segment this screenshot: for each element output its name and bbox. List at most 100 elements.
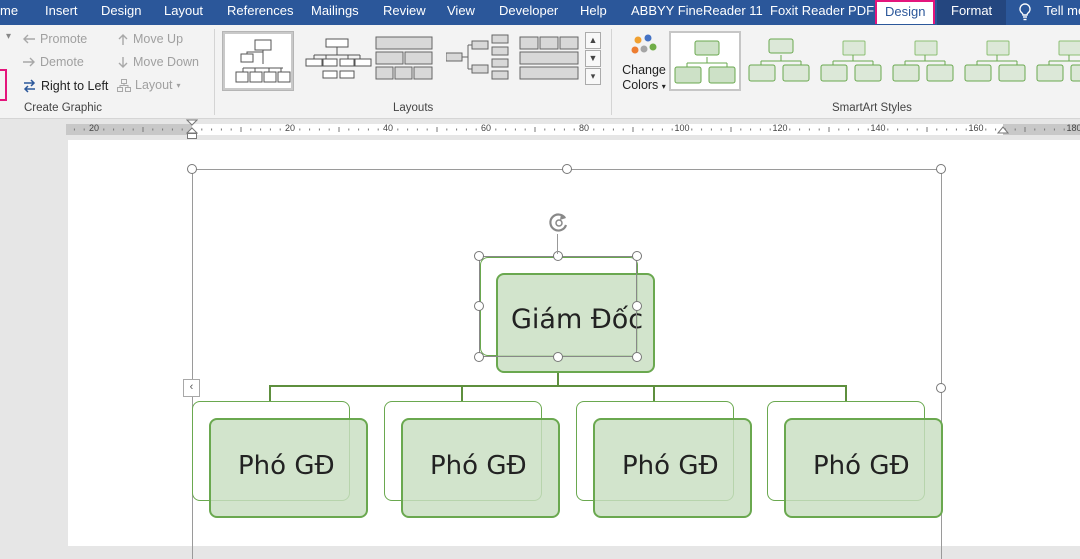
smartart-style-preview-icon (1036, 40, 1080, 82)
tab-format[interactable]: Format (937, 0, 1007, 25)
promote-label: Promote (40, 32, 88, 46)
ruler-label: 60 (480, 123, 492, 133)
right-to-left-button[interactable]: Right to Left (22, 78, 108, 94)
rotate-handle-icon[interactable] (546, 210, 572, 236)
child-node-shape[interactable] (209, 418, 368, 518)
text-pane-toggle-button[interactable]: ‹ (183, 379, 200, 397)
ribbon-separator (214, 29, 215, 115)
ruler-label: 160 (968, 123, 984, 133)
tab-review[interactable]: Review (383, 3, 426, 18)
resize-handle[interactable] (474, 301, 484, 311)
color-palette-icon (631, 34, 657, 54)
tab-smartart-design[interactable]: Design (875, 0, 936, 24)
promote-button[interactable]: Promote (22, 32, 87, 46)
smartart-style-option[interactable] (961, 31, 1033, 91)
tab-layout[interactable]: Layout (164, 3, 204, 18)
tab-view[interactable]: View (447, 3, 475, 18)
name-title-layout-icon (305, 38, 372, 79)
smartart-style-option[interactable] (745, 31, 817, 91)
demote-label: Demote (40, 55, 84, 69)
ruler-label: 100 (674, 123, 690, 133)
layout-option-name-title[interactable] (302, 31, 374, 91)
tab-abbyy-finereader-11[interactable]: ABBYY FineReader 11 (631, 3, 763, 18)
resize-handle[interactable] (474, 251, 484, 261)
layout-option-lined-list[interactable] (518, 31, 590, 91)
tab-design[interactable]: Design (101, 3, 142, 18)
ribbon-tab-bar: me Insert Design Layout References Mailings Re… (0, 0, 1080, 25)
dropdown-caret-icon: ▾ (661, 82, 666, 91)
tab-references[interactable]: References (227, 3, 294, 18)
resize-handle[interactable] (474, 352, 484, 362)
layout-option-horizontal-hierarchy[interactable] (445, 31, 518, 91)
tab-mailings[interactable]: Mailings (311, 3, 359, 18)
layout-option-org-chart[interactable] (222, 31, 294, 91)
tab-foxit-reader-pdf[interactable]: Foxit Reader PDF (770, 3, 875, 18)
resize-handle[interactable] (936, 164, 946, 174)
gallery-scroll-down-button[interactable]: ▼ (585, 50, 601, 67)
arrow-left-icon (23, 34, 35, 44)
smartart-style-option[interactable] (889, 31, 961, 91)
smartart-style-option[interactable] (669, 31, 741, 91)
create-graphic-group-label: Create Graphic (24, 102, 102, 114)
resize-handle[interactable] (553, 352, 563, 362)
demote-button[interactable]: Demote (22, 55, 84, 69)
ruler-label: 120 (772, 123, 788, 133)
move-up-button[interactable]: Move Up (117, 32, 183, 46)
arrow-right-icon (23, 57, 35, 67)
change-colors-label: Change (622, 63, 666, 77)
collapse-chevron[interactable]: ▾ (6, 31, 12, 42)
resize-handle[interactable] (553, 251, 563, 261)
connector-line (653, 385, 655, 402)
connector-line (269, 385, 271, 402)
smartart-style-option[interactable] (1033, 31, 1080, 91)
change-colors-button[interactable]: Change Colors ▾ (619, 33, 669, 97)
layout-option-table-hierarchy[interactable] (374, 31, 446, 91)
arrow-down-icon (118, 56, 128, 68)
child-node-text[interactable]: Phó GĐ (238, 451, 335, 481)
ruler-label: 180 (1066, 123, 1080, 133)
gallery-scroll-up-button[interactable]: ▲ (585, 32, 601, 49)
child-node-text[interactable]: Phó GĐ (813, 451, 910, 481)
ruler-ticks (73, 127, 1065, 132)
gallery-expand-button[interactable]: ▾ (585, 68, 601, 85)
resize-handle[interactable] (562, 164, 572, 174)
move-down-button[interactable]: Move Down (117, 55, 199, 69)
layouts-group-label: Layouts (393, 102, 434, 114)
tab-developer[interactable]: Developer (499, 3, 559, 18)
layouts-gallery-scroll: ▲ ▼ ▾ (585, 32, 603, 88)
child-node-shape[interactable] (784, 418, 943, 518)
resize-handle[interactable] (936, 383, 946, 393)
ruler-label: 140 (870, 123, 886, 133)
connector-line (557, 373, 559, 386)
smartart-style-preview-icon (820, 40, 882, 82)
lightbulb-icon (1019, 3, 1031, 21)
child-node-text[interactable]: Phó GĐ (622, 451, 719, 481)
top-node-selection-box (479, 256, 637, 357)
ruler-left-margin (66, 124, 192, 135)
ruler-label: 40 (382, 123, 394, 133)
child-node-text[interactable]: Phó GĐ (430, 451, 527, 481)
top-node-text[interactable]: Giám Đốc (511, 304, 644, 335)
indent-marker-icon[interactable] (186, 119, 198, 139)
resize-handle[interactable] (632, 352, 642, 362)
smartart-styles-gallery (669, 31, 1080, 91)
child-node-shape[interactable] (593, 418, 752, 518)
tab-me[interactable]: me (0, 3, 19, 18)
tab-insert[interactable]: Insert (45, 3, 78, 18)
layout-label: Layout (135, 78, 173, 92)
resize-handle[interactable] (632, 251, 642, 261)
resize-handle[interactable] (187, 164, 197, 174)
right-indent-marker-icon[interactable] (997, 126, 1009, 136)
resize-handle[interactable] (632, 301, 642, 311)
child-node-shape[interactable] (401, 418, 560, 518)
ruler-label: 20 (284, 123, 296, 133)
change-colors-label-line2: Colors ▾ (622, 78, 666, 92)
tell-me-search[interactable]: Tell me (1044, 3, 1080, 18)
smartart-style-preview-icon (674, 40, 736, 84)
ruler-right-margin (1003, 124, 1080, 135)
smartart-style-preview-icon (964, 40, 1026, 82)
smartart-style-option[interactable] (817, 31, 889, 91)
tab-help[interactable]: Help (580, 3, 607, 18)
layout-button[interactable]: Layout ▾ (117, 78, 181, 92)
